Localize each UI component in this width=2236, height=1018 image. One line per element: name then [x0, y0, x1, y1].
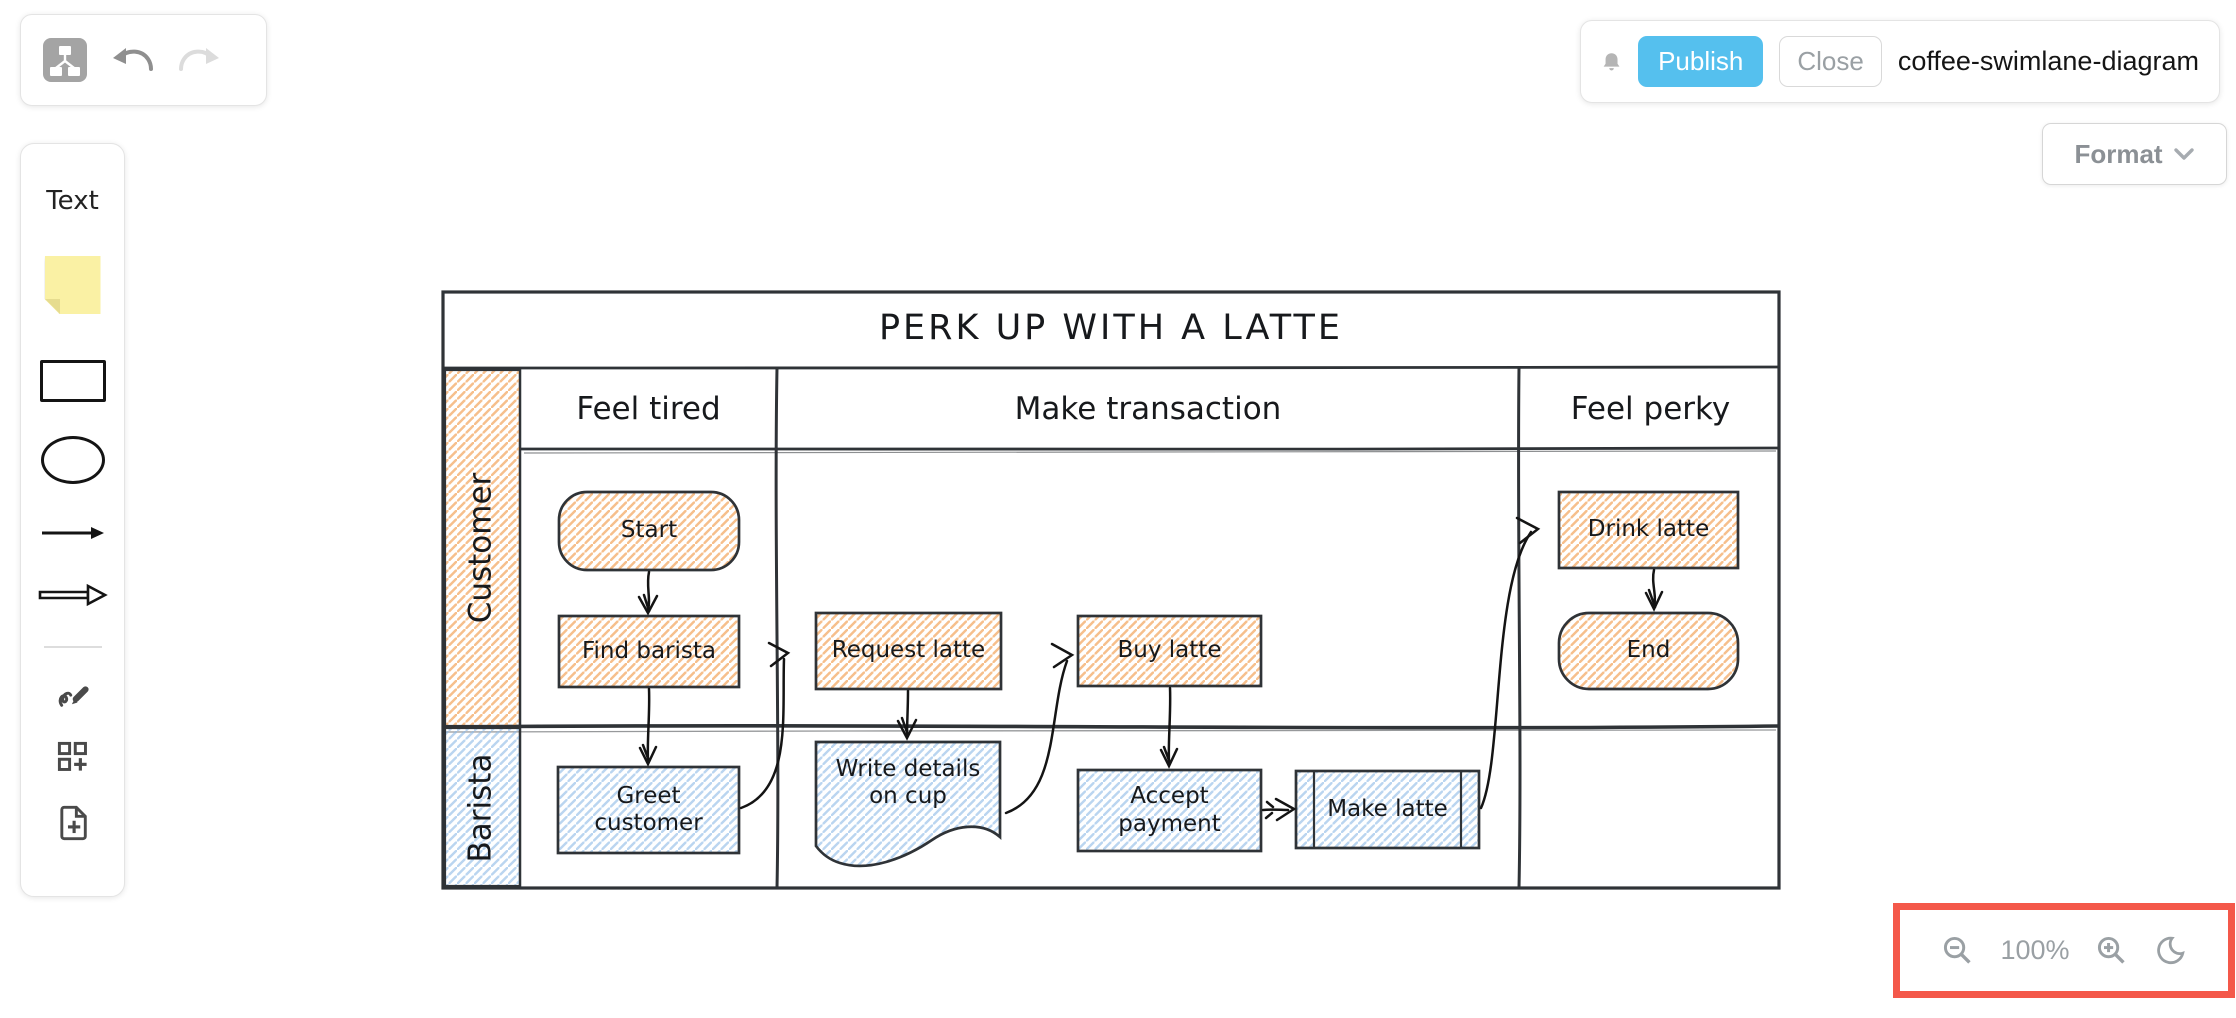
shape-sidebar: Text [20, 143, 125, 897]
node-end-shape[interactable] [1557, 611, 1740, 691]
arrow-accept-payment-to-make-latte[interactable] [1261, 797, 1297, 822]
shapes-grid-plus-icon[interactable] [56, 740, 90, 774]
node-accept-payment-shape[interactable] [1076, 768, 1263, 853]
ellipse-tool[interactable] [40, 436, 105, 484]
arrow-request-latte-to-write-details[interactable] [896, 689, 918, 741]
zoom-level: 100% [2000, 935, 2070, 965]
chevron-down-icon [2173, 148, 2194, 160]
arrow-greet-customer-to-request-latte[interactable] [739, 641, 791, 810]
document-title: coffee-swimlane-diagram [1897, 46, 2199, 76]
publish-button[interactable]: Publish [1638, 36, 1764, 87]
file-plus-icon[interactable] [56, 804, 90, 842]
arrow-drink-latte-to-end[interactable] [1644, 568, 1664, 612]
sticky-note-tool[interactable] [45, 256, 101, 314]
diagram-app-icon[interactable] [43, 38, 87, 82]
swimlane-diagram-canvas: PERK UP WITH A LATTE Feel tired Make tra… [440, 289, 1782, 891]
lane-customer-strip[interactable] [443, 368, 522, 728]
thin-arrow-tool[interactable] [40, 524, 106, 542]
node-drink-latte-shape[interactable] [1557, 490, 1740, 570]
format-dropdown-button[interactable]: Format [2042, 123, 2227, 185]
rectangle-tool[interactable] [39, 360, 106, 402]
arrow-make-latte-to-drink-latte[interactable] [1479, 516, 1541, 810]
node-start-shape[interactable] [557, 490, 741, 572]
zoom-out-icon[interactable] [1942, 935, 1974, 967]
text-tool[interactable]: Text [46, 186, 99, 216]
zoom-toolbar-highlight: 100% [1893, 903, 2235, 998]
freehand-pen-icon[interactable] [56, 678, 90, 710]
close-button[interactable]: Close [1779, 36, 1882, 87]
arrow-buy-latte-to-accept-payment[interactable] [1159, 686, 1179, 769]
arrow-start-to-find-barista[interactable] [637, 570, 659, 616]
thick-arrow-tool[interactable] [38, 582, 108, 608]
node-request-latte-shape[interactable] [814, 611, 1003, 691]
node-write-details-shape[interactable] [814, 740, 1002, 868]
arrow-find-barista-to-greet-customer[interactable] [638, 687, 658, 767]
lane-barista-strip[interactable] [443, 726, 522, 888]
redo-arrow-icon [179, 48, 219, 71]
node-find-barista-shape[interactable] [557, 614, 741, 689]
notification-bell-icon[interactable] [1601, 46, 1622, 78]
format-label: Format [2074, 138, 2163, 169]
arrow-write-details-to-buy-latte[interactable] [1004, 642, 1075, 815]
node-greet-customer-shape[interactable] [556, 765, 741, 855]
top-left-toolbar [20, 14, 267, 106]
dark-mode-moon-icon[interactable] [2154, 935, 2186, 967]
top-right-toolbar: Publish Close coffee-swimlane-diagram [1580, 20, 2220, 103]
undo-button[interactable] [109, 44, 155, 76]
node-make-latte-sidebars [1312, 771, 1463, 848]
sidebar-divider [43, 646, 102, 648]
undo-arrow-icon [113, 48, 153, 71]
node-make-latte-shape[interactable] [1294, 769, 1481, 850]
redo-button[interactable] [177, 44, 223, 76]
node-buy-latte-shape[interactable] [1076, 614, 1263, 688]
zoom-in-icon[interactable] [2096, 935, 2128, 967]
